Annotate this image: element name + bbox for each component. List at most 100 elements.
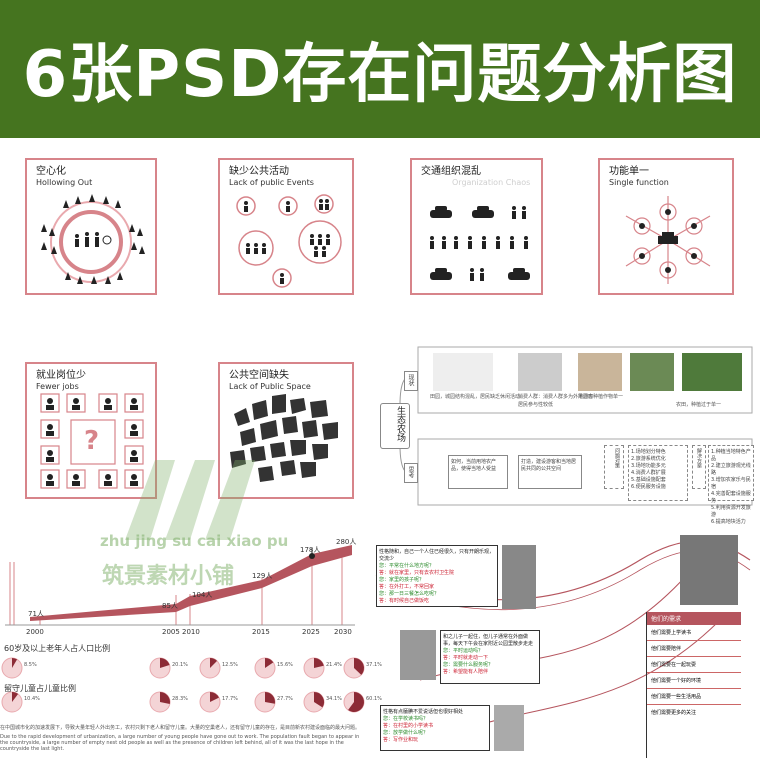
answer: 您：平时运动吗？ xyxy=(443,648,484,654)
walker-icons xyxy=(430,206,528,281)
pie-slice xyxy=(354,658,364,675)
photo-map-placeholder xyxy=(433,353,493,391)
pie-value-label: 10.4% xyxy=(24,696,40,702)
pop-label-4: 129人 xyxy=(252,572,273,580)
answer: 答：有时候自己做饭吃 xyxy=(379,598,430,604)
needs-item: 他们需要一个好的环境 xyxy=(647,673,741,689)
card-subtitle: Lack of public Events xyxy=(229,178,314,187)
pie-value-label: 20.1% xyxy=(172,662,188,668)
pie-slice xyxy=(12,658,18,668)
pie-value-label: 37.1% xyxy=(366,662,382,668)
photo-shop-placeholder xyxy=(578,353,622,391)
flow-top-caption-5: 农田，种植过于单一 xyxy=(676,402,722,408)
flow-list2-title: 解决方案 xyxy=(692,445,706,489)
needs-item: 他们需要更多的关注 xyxy=(651,710,697,716)
pie-value-label: 21.4% xyxy=(326,662,342,668)
photo-people-placeholder xyxy=(518,353,562,391)
photo-child xyxy=(494,705,524,751)
card-title: 交通组织混乱 xyxy=(421,166,481,177)
hollow-diagram xyxy=(41,194,145,284)
flow-top-caption-1: 田园，城园结构混乱，居民缺乏休闲活动 xyxy=(430,394,521,400)
function-diagram xyxy=(625,196,711,284)
photo-elderly-woman xyxy=(502,545,536,609)
photo-aerial-2 xyxy=(682,353,742,391)
flow-bottom-label: 思考 xyxy=(404,463,418,483)
card-subtitle: Hollowing Out xyxy=(36,178,93,187)
answer: 答：写作业和玩 xyxy=(383,737,419,743)
question-mark: ? xyxy=(84,426,100,456)
pie-slice xyxy=(314,658,324,668)
jobs-grid xyxy=(40,393,144,489)
flow-top-label: 现状 xyxy=(404,371,418,391)
pie-base xyxy=(343,657,365,679)
photo-girl xyxy=(680,535,738,605)
pie-base xyxy=(199,691,221,713)
answer: 您：那一日三餐怎么吃呢？ xyxy=(379,591,440,597)
pie-slice xyxy=(265,658,274,668)
interview-box-2: 和之儿子一起住，但儿子通常在外面做事，每天下午会在家附近公园里散步走走 您：平时… xyxy=(440,630,540,684)
answer: 您：放学做什么呢？ xyxy=(383,730,429,736)
watermark-name: 筑景素材小铺 xyxy=(102,564,235,589)
card-subtitle: Single function xyxy=(609,178,669,187)
interview-q1: 性格随和，自己一个人住已经很久，只有开朗乐观，交流少 xyxy=(379,549,495,562)
list2-item: 1.种植当地特色产品 xyxy=(711,449,751,462)
card-subtitle: Lack of Public Space xyxy=(229,382,311,391)
list1-item: 3.场地功能多元 xyxy=(631,463,666,469)
year-label: 2030 xyxy=(334,628,352,636)
needs-panel: 他们的需求 他们需要上学读书 他们需要陪伴 他们需要在一起玩耍 他们需要一个好的… xyxy=(646,612,741,758)
pop-label-6: 280人 xyxy=(336,538,357,546)
events-diagram xyxy=(236,194,342,288)
answer: 答：在村里的小学读书 xyxy=(383,723,434,729)
banner-title: 6张PSD存在问题分析图 xyxy=(22,38,738,112)
person-icons xyxy=(41,194,145,284)
footer-en: Due to the rapid development of urbaniza… xyxy=(0,734,360,752)
needs-item: 他们需要一些生活用品 xyxy=(647,689,741,705)
pie-base xyxy=(149,691,171,713)
interview-q2: 和之儿子一起住，但儿子通常在外面做事，每天下午会在家附近公园里散步走走 xyxy=(443,634,534,647)
interview-box-3: 性格有点腼腆不爱说话但也很好相处 您：在学校读书吗？ 答：在村里的小学读书 您：… xyxy=(380,705,490,751)
pie-base xyxy=(199,657,221,679)
car-icons xyxy=(430,206,530,280)
card-fewer-jobs: 就业岗位少 Fewer jobs ? xyxy=(25,362,157,499)
year-label: 2015 xyxy=(252,628,270,636)
flow-box-2: 打造，建设游客和当地居民共同的公共空间 xyxy=(518,455,582,489)
pie-value-label: 8.5% xyxy=(24,662,37,668)
needs-item: 他们需要上学读书 xyxy=(647,625,741,641)
pie-value-label: 60.1% xyxy=(366,696,382,702)
interview-q3: 性格有点腼腆不爱说话但也很好相处 xyxy=(383,709,464,715)
pie-slice xyxy=(348,692,365,713)
pie-base xyxy=(254,657,276,679)
pie-base xyxy=(254,691,276,713)
pie-title-elderly: 60岁及以上老年人占人口比例 xyxy=(4,644,111,653)
card-lack-events: 缺少公共活动 Lack of public Events xyxy=(218,158,354,295)
card-hollowing-out: 空心化 Hollowing Out xyxy=(25,158,157,295)
list1-item: 4.消费人群扩展 xyxy=(631,470,666,476)
answer: 您：家里的孩子呢？ xyxy=(379,577,425,583)
list2-item: 3.增加农家乐与民宿 xyxy=(711,477,751,490)
pop-label-1: 71人 xyxy=(28,610,44,618)
list2-item: 6.提高地块活力 xyxy=(711,519,746,525)
traffic-diagram xyxy=(430,206,530,281)
year-label: 2025 xyxy=(302,628,320,636)
card-subtitle: Organization Chaos xyxy=(452,178,531,187)
card-title: 功能单一 xyxy=(609,166,649,177)
card-lack-public-space: 公共空间缺失 Lack of Public Space xyxy=(218,362,354,499)
pie-value-label: 28.3% xyxy=(172,696,188,702)
answer: 答：在外打工，不常回家 xyxy=(379,584,435,590)
card-title: 就业岗位少 xyxy=(36,370,86,381)
pie-title-children: 留守儿童占儿童比例 xyxy=(4,684,76,693)
answer: 答：希望能有人陪伴 xyxy=(443,669,489,675)
card-single-function: 功能单一 Single function xyxy=(598,158,734,295)
pie-base xyxy=(149,657,171,679)
pie-base xyxy=(1,657,23,679)
watermark-pinyin: zhu jing su cai xiao pu xyxy=(100,532,289,550)
list1-item: 5.基础设施配套 xyxy=(631,477,666,483)
answer: 答：平时就走动一下 xyxy=(443,655,489,661)
flow-box-3: 问题对策 xyxy=(604,445,624,489)
watermark-logo xyxy=(125,460,255,540)
needs-item: 他们需要陪伴 xyxy=(647,641,741,657)
title-banner: 6张PSD存在问题分析图 xyxy=(0,0,760,138)
list1-item: 1.场地划分特色 xyxy=(631,449,666,455)
pie-base xyxy=(1,691,23,713)
flow-list-2: 1.种植当地特色产品 2.建立旅游观光线路 3.增加农家乐与民宿 4.完善配套设… xyxy=(708,445,754,525)
